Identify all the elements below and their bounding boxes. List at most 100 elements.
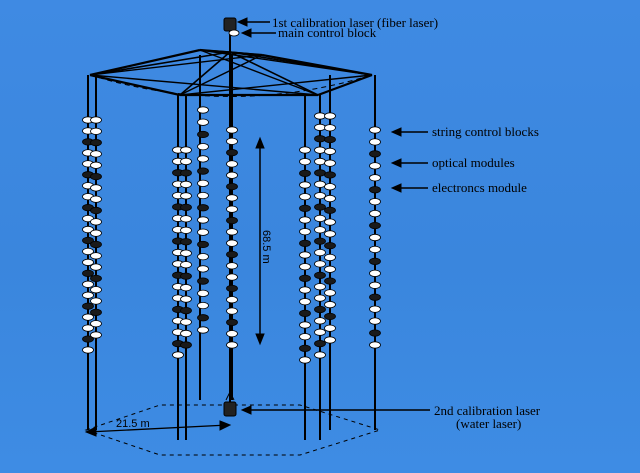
electronics-module: [90, 206, 102, 215]
pointer-2nd-laser-head: [240, 405, 252, 415]
electronics-module: [369, 293, 381, 301]
optical-module: [180, 249, 192, 257]
electronics-module: [90, 308, 102, 316]
optical-module: [226, 239, 238, 247]
frame-cross-brace: [89, 54, 263, 76]
electronics-module: [314, 135, 326, 143]
annotation-arrows: [84, 17, 430, 437]
electronics-module: [324, 242, 336, 250]
frame-cross-brace: [179, 74, 373, 96]
optical-module: [180, 329, 192, 338]
electronics-module: [197, 277, 209, 285]
label-main-control-block: main control block: [278, 25, 377, 40]
electronics-module: [299, 169, 311, 177]
optical-module: [197, 326, 209, 334]
string-module-group: [314, 112, 326, 359]
optical-module: [299, 193, 311, 201]
electronics-module: [314, 340, 326, 348]
electronics-module: [226, 284, 238, 293]
optical-module: [324, 336, 336, 344]
optical-module: [314, 214, 326, 223]
optical-module: [226, 160, 238, 168]
arrowhead-up: [255, 136, 265, 149]
string-module-group: [324, 112, 336, 344]
optical-module: [299, 333, 311, 341]
optical-module: [90, 286, 102, 294]
optical-module: [324, 230, 336, 238]
optical-module: [90, 116, 102, 124]
electronics-module: [180, 272, 192, 280]
optical-module: [82, 291, 94, 299]
string-module-group: [369, 126, 381, 349]
optical-module: [82, 280, 94, 288]
string-module-group: [180, 146, 192, 349]
optical-module: [90, 195, 102, 203]
optical-module: [314, 146, 326, 154]
optical-module: [314, 294, 326, 302]
frame-cross-brace: [199, 49, 319, 96]
pointer-main-control-head: [240, 28, 252, 38]
electronics-module: [90, 172, 102, 181]
electronics-module: [369, 257, 381, 265]
string-module-group: [299, 146, 311, 364]
optical-module: [369, 198, 381, 206]
electronics-module: [324, 312, 336, 321]
optical-module: [180, 284, 192, 292]
optical-module: [299, 321, 311, 329]
electronics-module: [299, 204, 311, 212]
electronics-module: [314, 271, 326, 279]
optical-module: [324, 324, 336, 332]
optical-module: [369, 317, 381, 325]
main-control-block: [228, 29, 240, 37]
optical-module: [369, 162, 381, 170]
string-module-group: [226, 126, 238, 349]
optical-module: [369, 269, 381, 277]
optical-module: [314, 351, 326, 359]
module-groups: [82, 106, 381, 364]
label-2nd-calibration-laser: 2nd calibration laser: [434, 403, 541, 418]
frame-top-edge: [317, 73, 373, 97]
optical-module: [82, 258, 94, 266]
dimension-string-length: 68.5 m: [260, 230, 272, 264]
water-laser-block: [223, 401, 237, 417]
optical-module: [226, 171, 238, 179]
optical-module: [90, 263, 102, 271]
electronics-module: [197, 240, 209, 249]
optical-module: [369, 174, 381, 182]
electronics-module: [314, 237, 326, 245]
optical-module: [197, 228, 209, 236]
pointer-string-control-head: [390, 127, 402, 137]
optical-module: [180, 180, 192, 189]
frame-cross-brace: [199, 49, 373, 76]
optical-module: [324, 147, 336, 155]
label-water-laser: (water laser): [456, 416, 522, 431]
electronics-module: [197, 130, 209, 139]
frame-top-edge: [89, 73, 181, 97]
optical-module: [369, 245, 381, 254]
optical-module: [180, 318, 192, 326]
optical-module: [90, 161, 102, 169]
electronics-module: [197, 314, 209, 322]
optical-module: [90, 229, 102, 237]
pointer-1st-laser-head: [236, 17, 248, 27]
optical-module: [324, 159, 336, 167]
optical-module: [369, 138, 381, 146]
optical-module: [299, 251, 311, 259]
electronics-module: [314, 305, 326, 314]
optical-module: [369, 281, 381, 289]
electronics-module: [90, 139, 102, 147]
optical-module: [314, 123, 326, 131]
electronics-module: [197, 167, 209, 175]
electronics-module: [299, 239, 311, 247]
optical-module: [324, 301, 336, 309]
support-frame: [84, 48, 382, 456]
optical-module: [197, 301, 209, 310]
optical-module: [226, 296, 238, 304]
optical-module: [226, 205, 238, 213]
electronics-module: [226, 250, 238, 259]
optical-module: [90, 297, 102, 305]
optical-module: [369, 233, 381, 242]
optical-module: [180, 261, 192, 269]
electronics-module: [324, 277, 336, 285]
electronics-module: [324, 206, 336, 214]
